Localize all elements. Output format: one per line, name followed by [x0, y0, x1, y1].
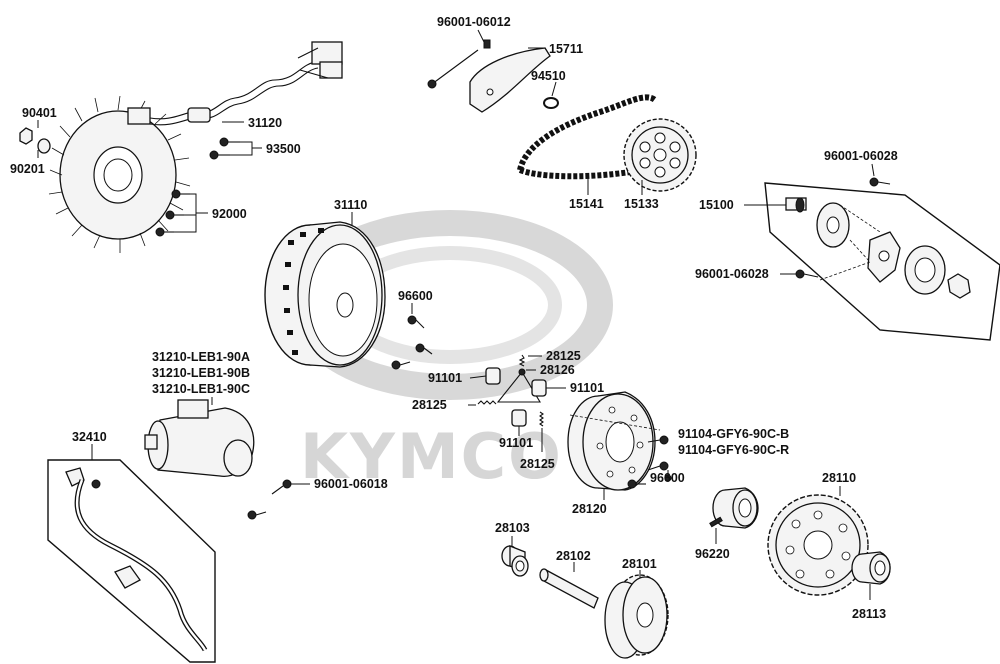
kymco-watermark: KYMCO	[287, 210, 613, 493]
bolts-92000	[155, 189, 190, 237]
bolt-96001-06028-bottom	[795, 269, 819, 279]
label-96600-bottom: 96600	[650, 471, 685, 485]
label-28126: 28126	[540, 363, 575, 377]
starter-clutch-28120	[567, 391, 661, 491]
bolts-93500	[209, 137, 240, 160]
chain-guide-15711	[469, 47, 551, 113]
label-31210-leb1-90c: 31210-LEB1-90C	[152, 382, 250, 396]
springs-28125	[477, 354, 544, 427]
leader-lines	[37, 29, 875, 600]
label-96001-06028-bottom: 96001-06028	[695, 267, 769, 281]
label-93500: 93500	[266, 142, 301, 156]
label-31110: 31110	[334, 198, 367, 212]
label-96001-06012: 96001-06012	[437, 15, 511, 29]
label-96600-top: 96600	[398, 289, 433, 303]
label-28113: 28113	[852, 607, 886, 621]
label-94510: 94510	[531, 69, 566, 83]
idle-gear-28101	[604, 574, 669, 659]
bushing-28103	[501, 545, 529, 577]
shaft-28102	[539, 568, 599, 609]
label-96001-06018: 96001-06018	[314, 477, 388, 491]
flywheel-31110	[264, 221, 386, 368]
label-90401: 90401	[22, 106, 57, 120]
label-31120: 31120	[248, 116, 282, 130]
label-28125-bottom: 28125	[520, 457, 555, 471]
tensioner-assembly-15100	[764, 182, 1000, 341]
label-28101: 28101	[622, 557, 657, 571]
label-15100: 15100	[699, 198, 734, 212]
label-28125-top: 28125	[546, 349, 581, 363]
label-28125-left: 28125	[412, 398, 447, 412]
label-91101-right: 91101	[570, 381, 604, 395]
label-96220: 96220	[695, 547, 730, 561]
label-32410: 32410	[72, 430, 107, 444]
label-90201: 90201	[10, 162, 45, 176]
label-31210-leb1-90a: 31210-LEB1-90A	[152, 350, 250, 364]
label-31210-leb1-90b: 31210-LEB1-90B	[152, 366, 250, 380]
starter-motor-31210	[144, 399, 255, 477]
clip-94510	[543, 97, 559, 109]
nut-washer-90401-90201	[19, 127, 51, 154]
sprocket-15133	[623, 118, 697, 192]
label-28103: 28103	[495, 521, 530, 535]
label-91101-bottom: 91101	[499, 436, 533, 450]
watermark-brand: KYMCO	[300, 420, 563, 493]
chain-15141	[517, 94, 657, 180]
label-15141: 15141	[569, 197, 604, 211]
bolts-96600-top	[391, 315, 433, 370]
starter-pinion-28126	[496, 368, 541, 403]
key-96220	[709, 516, 723, 528]
stator-part	[48, 41, 343, 253]
part-labels: 31120 90401 90201 93500 92000 96001-0601…	[10, 15, 898, 621]
starter-cable-32410	[47, 459, 216, 663]
bolts-96001-06018	[247, 479, 292, 520]
needle-bearing-91104	[712, 487, 759, 529]
label-28110: 28110	[822, 471, 856, 485]
label-28102: 28102	[556, 549, 591, 563]
bushing-28113	[851, 551, 891, 585]
bolt-96001-06012	[427, 39, 491, 89]
label-91104-gfy6-90c-r: 91104-GFY6-90C-R	[678, 443, 789, 457]
label-15133: 15133	[624, 197, 659, 211]
bolts-96600-bottom	[627, 435, 672, 489]
label-28120: 28120	[572, 502, 607, 516]
driven-gear-28110	[767, 494, 869, 596]
label-91101-left: 91101	[428, 371, 462, 385]
label-92000: 92000	[212, 207, 247, 221]
label-15711: 15711	[549, 42, 583, 56]
bolt-96001-06028-top	[869, 177, 891, 187]
label-91104-gfy6-90c-b: 91104-GFY6-90C-B	[678, 427, 789, 441]
label-96001-06028-top: 96001-06028	[824, 149, 898, 163]
